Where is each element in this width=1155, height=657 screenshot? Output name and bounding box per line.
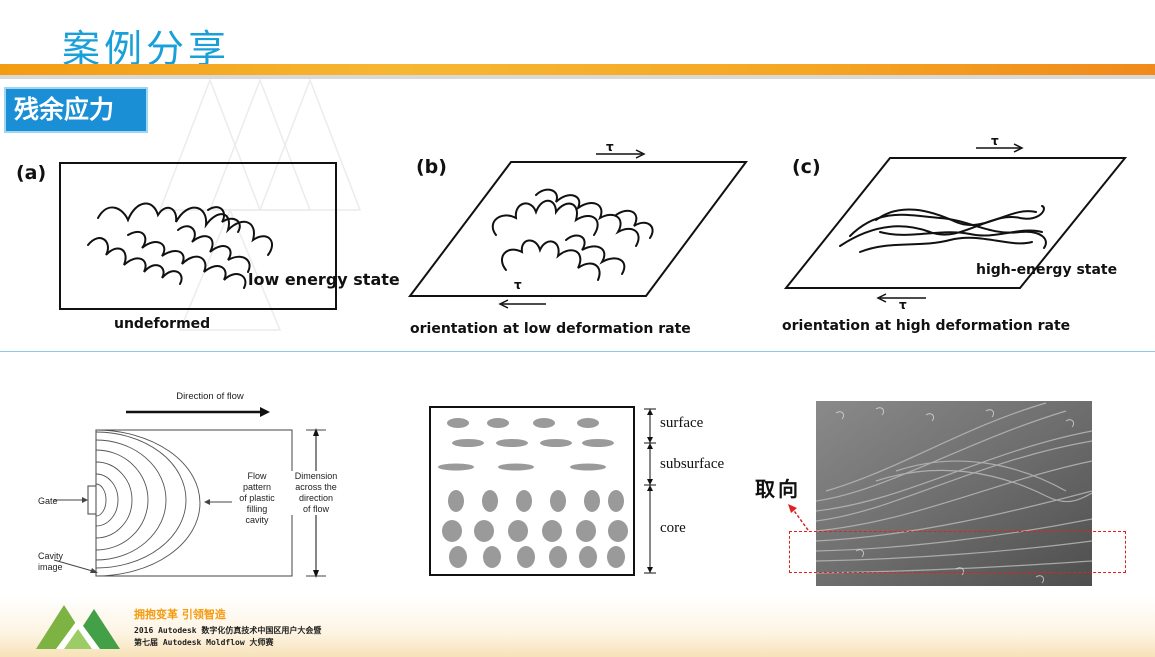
core-particle bbox=[607, 546, 625, 568]
core-particle bbox=[579, 546, 597, 568]
surface-particle bbox=[582, 439, 614, 447]
core-particle bbox=[608, 490, 624, 512]
layer-structure-diagram bbox=[429, 406, 656, 576]
orientation-annotation: 取向 bbox=[755, 477, 801, 501]
surface-particle bbox=[540, 439, 572, 447]
core-particle bbox=[442, 520, 462, 542]
panel-b-caption: orientation at low deformation rate bbox=[410, 321, 691, 337]
core-particle bbox=[508, 520, 528, 542]
surface-particle bbox=[533, 418, 555, 428]
panel-b-tau-bottom: τ bbox=[514, 278, 522, 292]
header-bar bbox=[0, 64, 1155, 75]
panel-a-diagram bbox=[59, 162, 337, 310]
core-particle bbox=[448, 490, 464, 512]
core-particle bbox=[516, 490, 532, 512]
fiber-orientation-photo bbox=[816, 401, 1092, 586]
panel-c-caption: orientation at high deformation rate bbox=[782, 318, 1071, 334]
surface-particle bbox=[447, 418, 469, 428]
panel-b-tag: (b) bbox=[416, 156, 447, 178]
core-particle bbox=[542, 520, 562, 542]
flow-direction-label: Direction of flow bbox=[176, 391, 244, 402]
orientation-highlight-box bbox=[789, 531, 1126, 573]
flow-pattern-label-2: pattern bbox=[242, 482, 272, 492]
surface-particle bbox=[496, 439, 528, 447]
core-particle bbox=[474, 520, 494, 542]
conference-logo bbox=[36, 605, 120, 649]
subsurface-particle bbox=[498, 463, 534, 471]
panel-c-diagram bbox=[783, 143, 1128, 303]
gate-label: Gate bbox=[38, 496, 58, 506]
footer-line-2: 第七届 Autodesk Moldflow 大师赛 bbox=[134, 638, 274, 647]
panel-a-caption: undeformed bbox=[114, 316, 211, 332]
dimension-label-1: Dimension bbox=[288, 471, 344, 482]
section-divider bbox=[0, 351, 1155, 352]
core-particle bbox=[483, 546, 501, 568]
footer-slogan: 拥抱变革 引领智造 bbox=[134, 608, 226, 621]
core-particle bbox=[576, 520, 596, 542]
core-particle bbox=[482, 490, 498, 512]
surface-particle bbox=[577, 418, 599, 428]
footer-line-1: 2016 Autodesk 数字化仿真技术中国区用户大会暨 bbox=[134, 626, 322, 635]
flow-pattern-label-1: Flow bbox=[247, 471, 267, 481]
flow-pattern-label-4: filling bbox=[246, 504, 268, 514]
panel-b-diagram bbox=[407, 149, 748, 309]
panel-c-state-label: high-energy state bbox=[976, 262, 1118, 278]
core-label: core bbox=[660, 520, 686, 536]
surface-label: surface bbox=[660, 415, 704, 431]
annotation-arrow bbox=[788, 504, 809, 531]
flow-pattern-label-3: of plastic bbox=[239, 493, 275, 503]
panel-a-state-label: low energy state bbox=[248, 270, 400, 289]
flow-pattern-diagram bbox=[53, 407, 326, 578]
photo-texture bbox=[816, 401, 1092, 586]
footer-background bbox=[0, 597, 1155, 657]
core-particle bbox=[584, 490, 600, 512]
core-particle bbox=[449, 546, 467, 568]
page-title: 案例分享 bbox=[62, 27, 231, 71]
subsurface-label: subsurface bbox=[660, 456, 725, 472]
header-bar-shadow bbox=[0, 75, 1155, 79]
core-particle bbox=[549, 546, 567, 568]
core-particle bbox=[550, 490, 566, 512]
panel-a-tag: (a) bbox=[16, 162, 47, 184]
dimension-label-2: across the bbox=[288, 482, 344, 493]
surface-particle bbox=[452, 439, 484, 447]
subsurface-particle bbox=[438, 463, 474, 471]
surface-particle bbox=[487, 418, 509, 428]
panel-c-tau-bottom: τ bbox=[899, 298, 907, 312]
dimension-label-3: direction bbox=[288, 493, 344, 504]
section-badge: 残余应力 bbox=[6, 89, 146, 131]
panel-c-tau-top: τ bbox=[991, 134, 999, 148]
flow-pattern-label-5: cavity bbox=[245, 515, 269, 525]
panel-c-tag: (c) bbox=[792, 156, 821, 178]
cavity-image-label-2: image bbox=[38, 562, 63, 572]
core-particle bbox=[517, 546, 535, 568]
core-particle bbox=[608, 520, 628, 542]
panel-b-tau-top: τ bbox=[606, 140, 614, 154]
dimension-label-4: of flow bbox=[288, 504, 344, 515]
subsurface-particle bbox=[570, 463, 606, 471]
cavity-image-label-1: Cavity bbox=[38, 551, 64, 561]
